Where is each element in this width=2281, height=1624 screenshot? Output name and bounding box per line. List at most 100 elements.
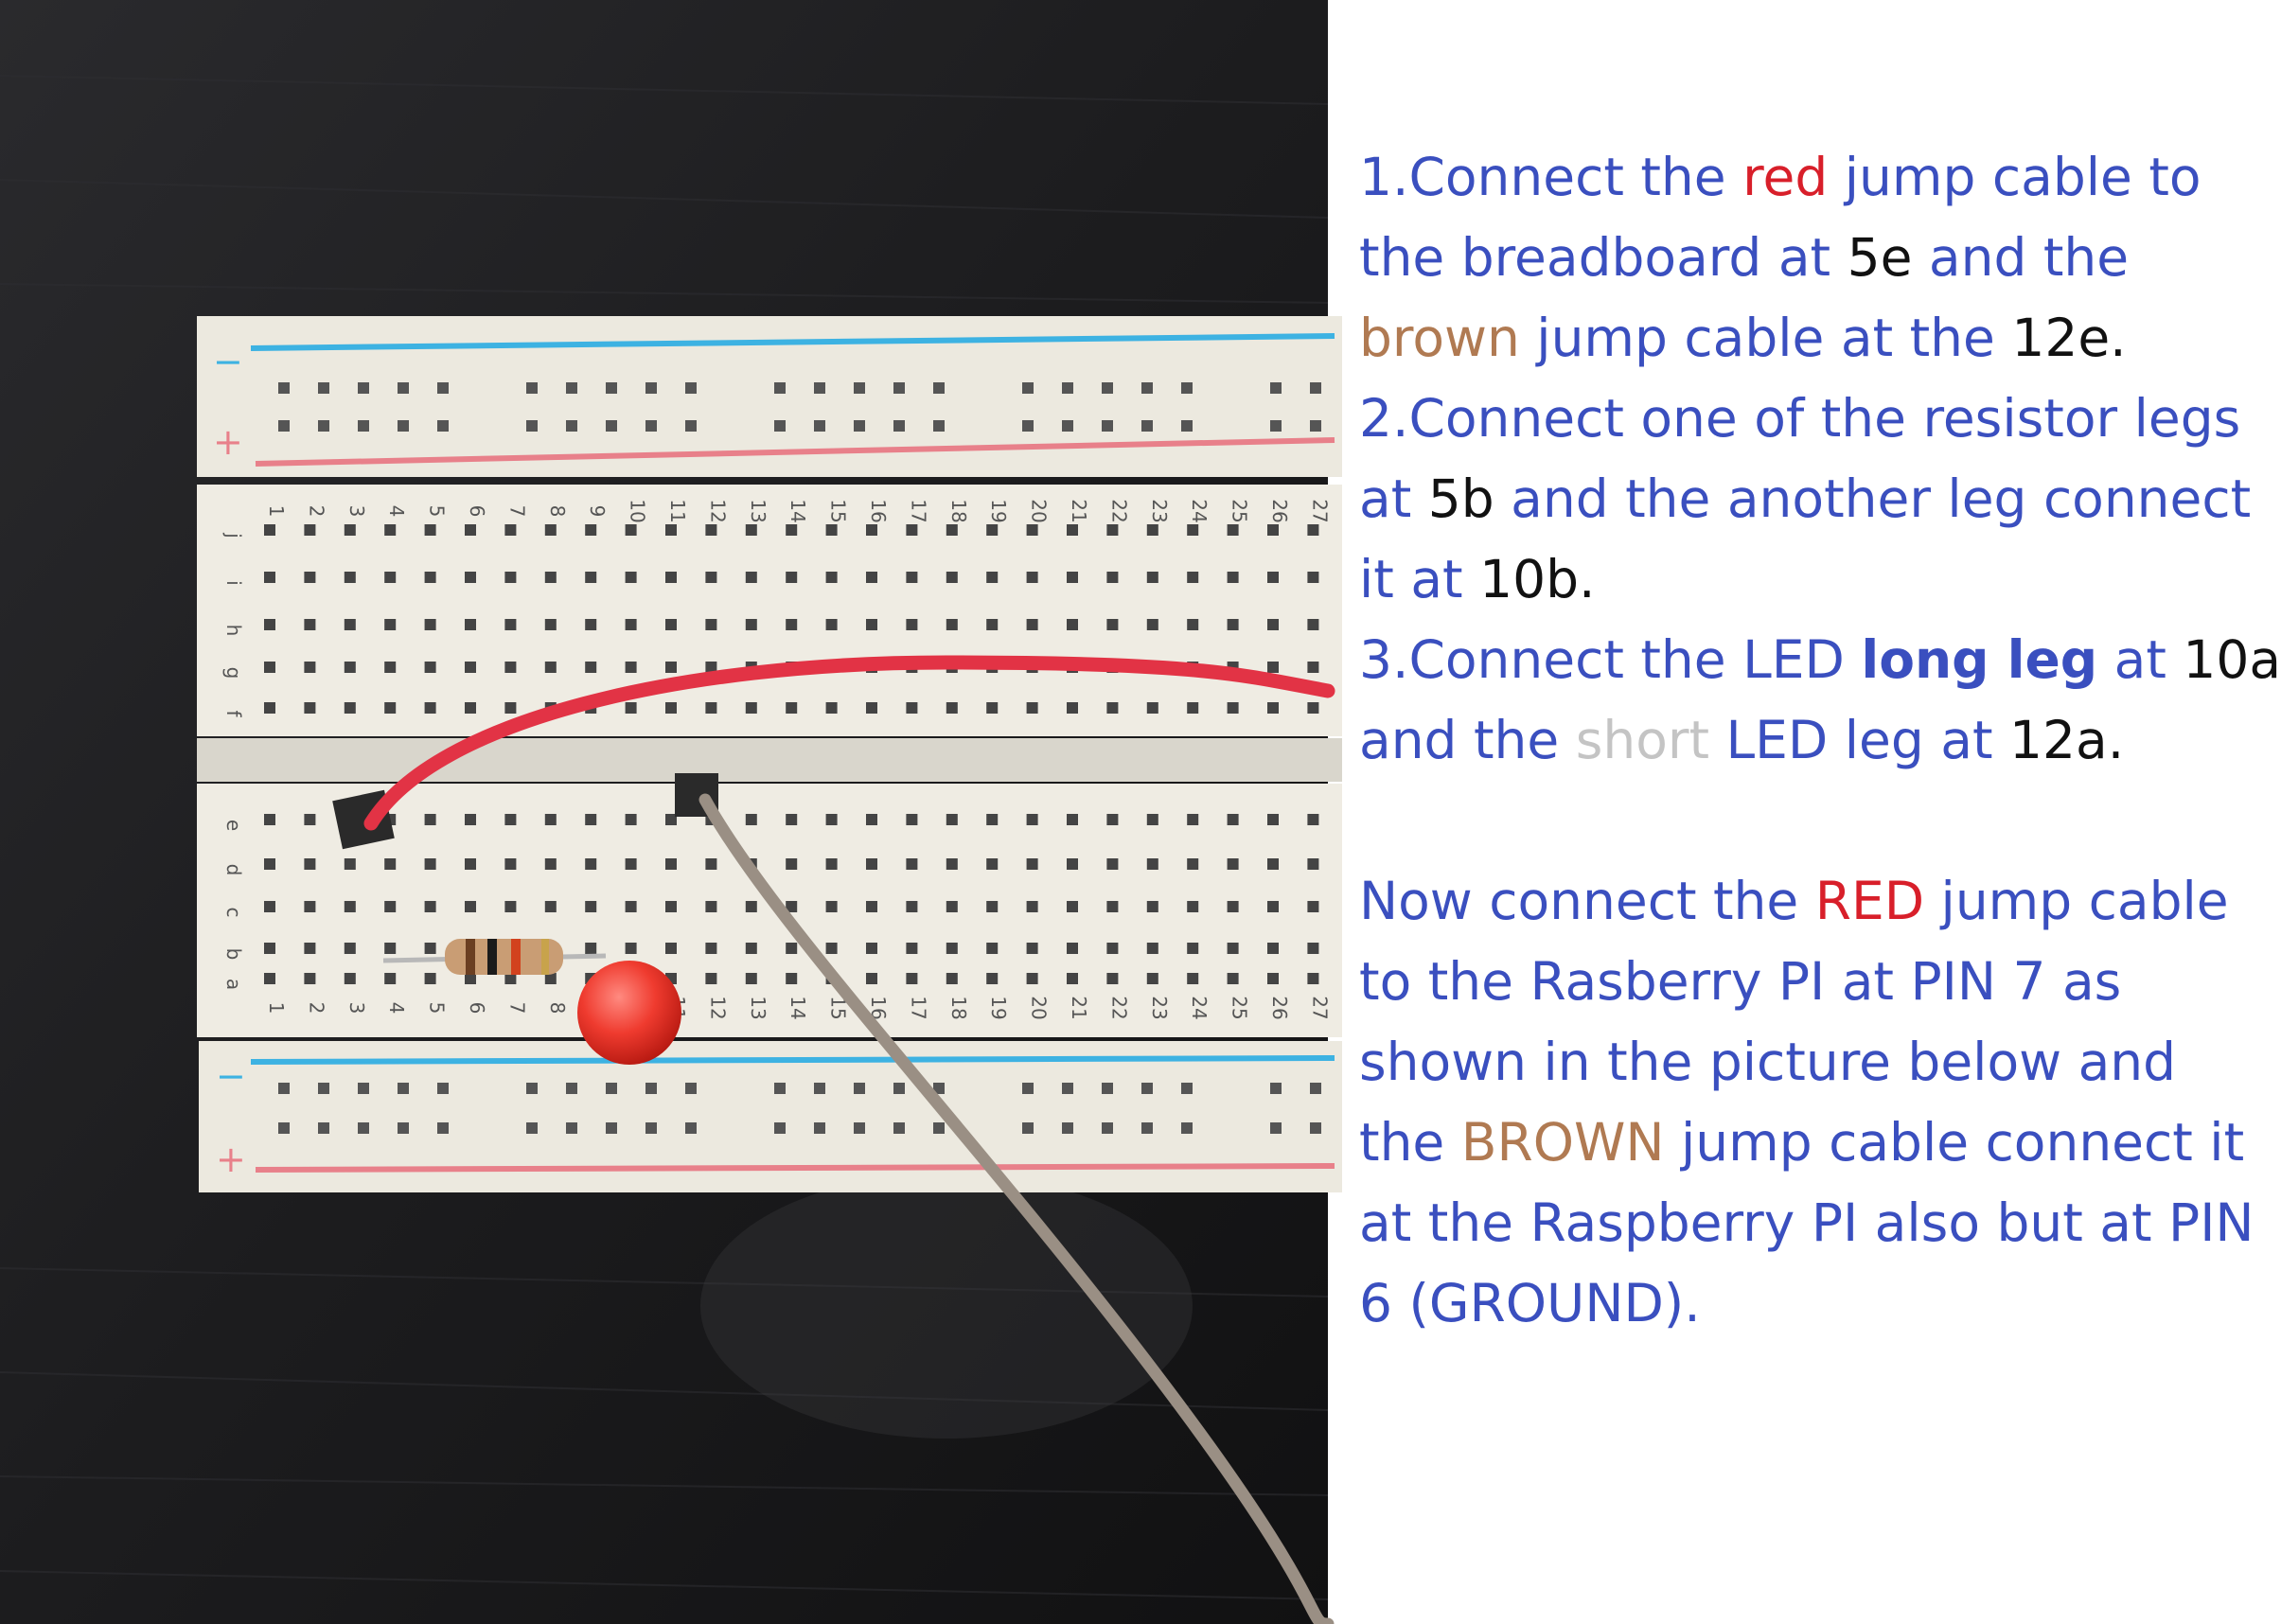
- column-number: 18: [947, 499, 970, 522]
- breadboard-hole: [1026, 619, 1038, 630]
- breadboard-hole: [504, 814, 517, 825]
- breadboard-hole: [465, 973, 476, 984]
- breadboard-hole: [585, 619, 597, 630]
- breadboard-hole: [1026, 858, 1038, 870]
- column-number: 14: [787, 996, 809, 1019]
- breadboard-hole: [906, 619, 918, 630]
- breadboard-hole: [986, 619, 999, 630]
- breadboard-hole: [1227, 619, 1239, 630]
- breadboard-hole: [906, 702, 918, 714]
- rail-hole: [1310, 382, 1321, 394]
- breadboard-hole: [1307, 858, 1319, 870]
- breadboard-hole: [1146, 524, 1158, 536]
- breadboard-hole: [1106, 702, 1119, 714]
- breadboard-hole: [1146, 973, 1158, 984]
- breadboard-hole: [585, 814, 597, 825]
- breadboard-hole: [946, 973, 958, 984]
- column-number: 23: [1148, 499, 1171, 522]
- rail-hole: [318, 1083, 329, 1094]
- final-line1: Now connect the RED jump cable: [1359, 871, 2229, 931]
- breadboard-hole: [1187, 572, 1199, 583]
- breadboard-hole: [906, 858, 918, 870]
- breadboard-hole: [625, 858, 637, 870]
- column-number: 7: [505, 1002, 528, 1015]
- rail-hole: [398, 1122, 409, 1134]
- row-letter: c: [222, 908, 245, 918]
- breadboard-hole: [1146, 702, 1158, 714]
- breadboard-hole: [585, 572, 597, 583]
- step2-line3: it at 10b.: [1359, 549, 1596, 609]
- rail-minus-label-bottom: −: [216, 1055, 246, 1097]
- breadboard-hole: [986, 943, 999, 954]
- pos-10b: 10b.: [1479, 549, 1596, 609]
- rail-hole: [933, 420, 945, 432]
- breadboard-hole: [1106, 619, 1119, 630]
- breadboard-hole: [504, 901, 517, 912]
- rail-hole: [1141, 1122, 1153, 1134]
- breadboard-hole: [1146, 858, 1158, 870]
- breadboard-hole: [504, 973, 517, 984]
- column-number: 17: [907, 499, 929, 522]
- breadboard-hole: [344, 901, 356, 912]
- breadboard-hole: [1267, 619, 1279, 630]
- step3-line2: and the short LED leg at 12a.: [1359, 710, 2125, 770]
- column-number: 20: [1028, 499, 1051, 522]
- breadboard-hole: [1067, 973, 1078, 984]
- column-number: 14: [787, 499, 809, 522]
- rail-hole: [1022, 1083, 1034, 1094]
- column-number: 15: [827, 499, 850, 522]
- center-channel: [197, 738, 1342, 782]
- rail-hole: [1022, 382, 1034, 394]
- breadboard-hole: [384, 702, 397, 714]
- breadboard-hole: [665, 943, 677, 954]
- breadboard-hole: [264, 524, 275, 536]
- breadboard-hole: [1026, 572, 1038, 583]
- breadboard-hole: [504, 619, 517, 630]
- rail-hole: [1022, 420, 1034, 432]
- breadboard-hole: [705, 973, 717, 984]
- column-number: 13: [747, 499, 769, 522]
- breadboard-hole: [424, 662, 436, 673]
- rail-hole: [854, 420, 865, 432]
- breadboard-hole: [504, 858, 517, 870]
- breadboard-hole: [344, 973, 356, 984]
- breadboard-hole: [665, 702, 677, 714]
- breadboard-hole: [986, 858, 999, 870]
- breadboard-hole: [866, 524, 877, 536]
- breadboard-hole: [1106, 858, 1119, 870]
- breadboard-hole: [866, 619, 877, 630]
- rail-hole: [1022, 1122, 1034, 1134]
- breadboard-hole: [585, 662, 597, 673]
- breadboard-hole: [825, 814, 838, 825]
- top-terminal-holes: [264, 524, 1319, 714]
- rail-hole: [685, 420, 697, 432]
- breadboard-hole: [786, 702, 798, 714]
- breadboard-hole: [424, 814, 436, 825]
- breadboard-hole: [304, 572, 316, 583]
- breadboard-hole: [1227, 572, 1239, 583]
- rail-hole: [1062, 1083, 1073, 1094]
- breadboard-hole: [1026, 702, 1038, 714]
- breadboard-hole: [786, 619, 798, 630]
- breadboard-hole: [1307, 524, 1319, 536]
- breadboard-hole: [1267, 901, 1279, 912]
- pos-10a: 10a: [2183, 629, 2281, 690]
- column-number: 12: [706, 996, 729, 1019]
- hl-long-leg: long leg: [1861, 629, 2098, 690]
- breadboard-hole: [946, 619, 958, 630]
- breadboard-hole: [465, 858, 476, 870]
- breadboard-hole: [1267, 524, 1279, 536]
- breadboard-hole: [384, 619, 397, 630]
- breadboard-hole: [986, 901, 999, 912]
- breadboard-hole: [1106, 901, 1119, 912]
- breadboard-hole: [1067, 901, 1078, 912]
- rail-red-line: [255, 437, 1335, 467]
- breadboard-hole: [625, 619, 637, 630]
- breadboard-hole: [906, 524, 918, 536]
- row-letter: g: [222, 667, 245, 680]
- breadboard-hole: [625, 662, 637, 673]
- breadboard-hole: [384, 524, 397, 536]
- column-number: 27: [1308, 996, 1331, 1019]
- breadboard-hole: [424, 973, 436, 984]
- rail-hole: [526, 382, 538, 394]
